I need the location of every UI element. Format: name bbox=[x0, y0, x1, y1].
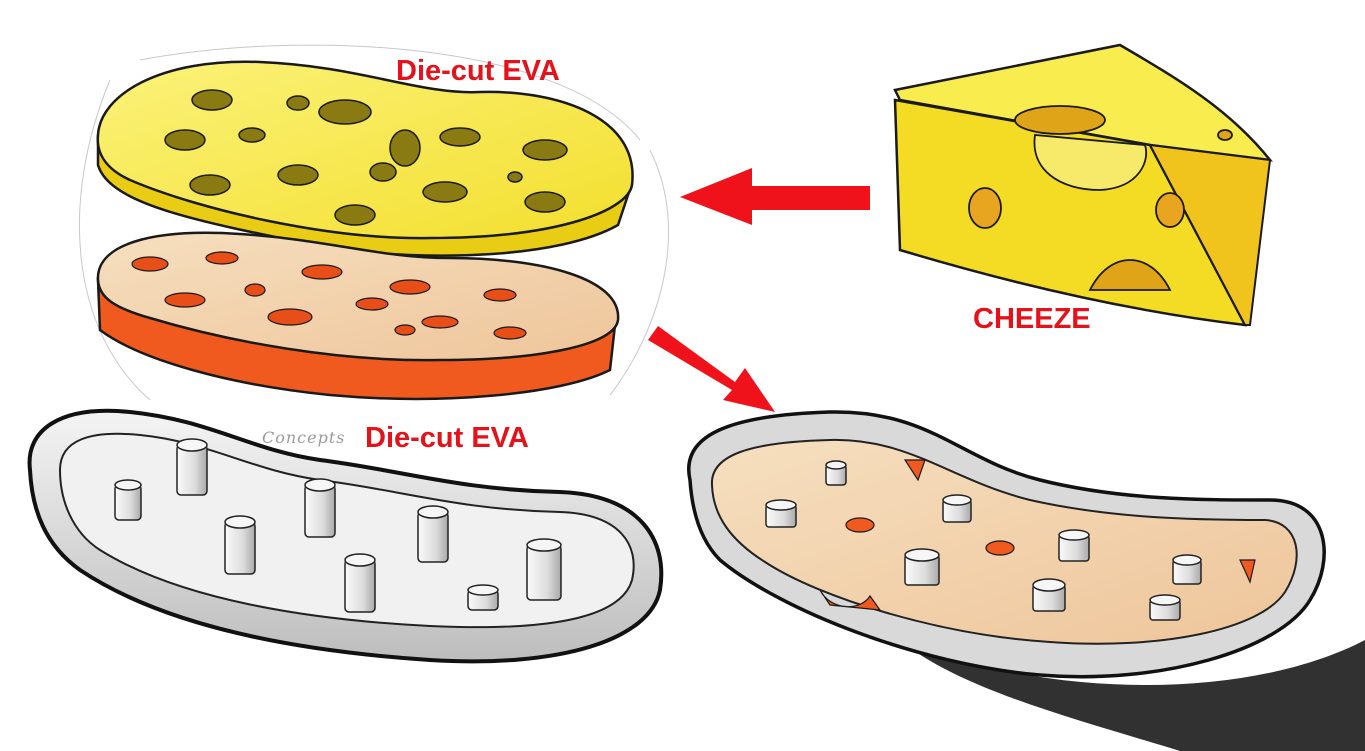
assembled-tray bbox=[687, 410, 1365, 751]
arrow-down-right-icon bbox=[648, 326, 775, 412]
construction-lines bbox=[78, 44, 669, 401]
cheese-holes bbox=[968, 105, 1233, 291]
cheese-side-face bbox=[1148, 143, 1272, 326]
top-layer-label: Die-cut EVA bbox=[396, 55, 560, 87]
arrow-left-icon bbox=[680, 168, 870, 225]
assembled-posts bbox=[765, 460, 1202, 621]
assembled-shadow bbox=[900, 640, 1365, 751]
cheese-wedge bbox=[893, 43, 1273, 327]
tray-posts bbox=[114, 438, 562, 613]
cheese-front-face bbox=[893, 98, 1248, 327]
middle-layer-label: Die-cut EVA bbox=[365, 422, 529, 454]
middle-layer-holes bbox=[131, 251, 527, 340]
middle-eva-layer bbox=[96, 231, 620, 401]
top-eva-layer bbox=[96, 60, 634, 257]
cheese-label: CHEEZE bbox=[973, 303, 1091, 335]
empty-tray bbox=[27, 408, 664, 664]
top-layer-holes bbox=[164, 89, 568, 226]
assembled-orange-edges bbox=[819, 459, 1256, 611]
middle-layer-surface bbox=[96, 231, 620, 362]
top-layer-surface bbox=[96, 60, 634, 240]
scribble-text: Concepts bbox=[262, 428, 346, 447]
